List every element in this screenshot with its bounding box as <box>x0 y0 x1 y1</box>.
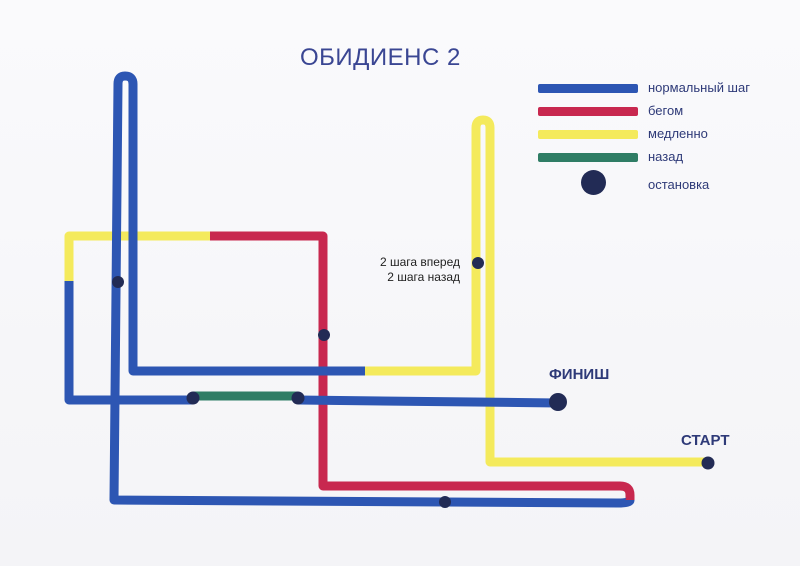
finish-label: ФИНИШ <box>549 366 610 383</box>
diagram-title: ОБИДИЕНС 2 <box>300 44 461 71</box>
course-path-normal-left <box>64 281 193 405</box>
legend-swatch-back <box>538 153 638 162</box>
legend-label-normal: нормальный шаг <box>648 80 750 95</box>
legend-swatch-stop <box>581 170 606 195</box>
legend-label-slow: медленно <box>648 126 708 141</box>
course-path-slow-top <box>64 231 210 281</box>
legend-label-stop: остановка <box>648 177 710 192</box>
course-path-normal-finish <box>297 395 559 408</box>
note-forward: 2 шага вперед <box>379 255 460 269</box>
finish-marker <box>549 393 567 411</box>
legend-label-back: назад <box>648 149 684 164</box>
legend-swatch-run <box>538 107 638 116</box>
legend-swatch-normal <box>538 84 638 93</box>
start-marker <box>701 456 715 470</box>
course-path-run-bottom <box>210 231 635 500</box>
stop-marker <box>291 391 305 405</box>
course-path-slow-right <box>365 115 708 467</box>
note-back: 2 шага назад <box>387 270 460 284</box>
stop-marker <box>439 496 451 508</box>
start-label: СТАРТ <box>681 432 730 449</box>
course-path-normal-inner <box>109 71 635 508</box>
stop-marker <box>186 391 200 405</box>
stop-marker <box>112 276 124 288</box>
legend-label-run: бегом <box>648 103 684 118</box>
stop-marker <box>472 257 484 269</box>
legend-swatch-slow <box>538 130 638 139</box>
stop-marker <box>318 329 330 341</box>
